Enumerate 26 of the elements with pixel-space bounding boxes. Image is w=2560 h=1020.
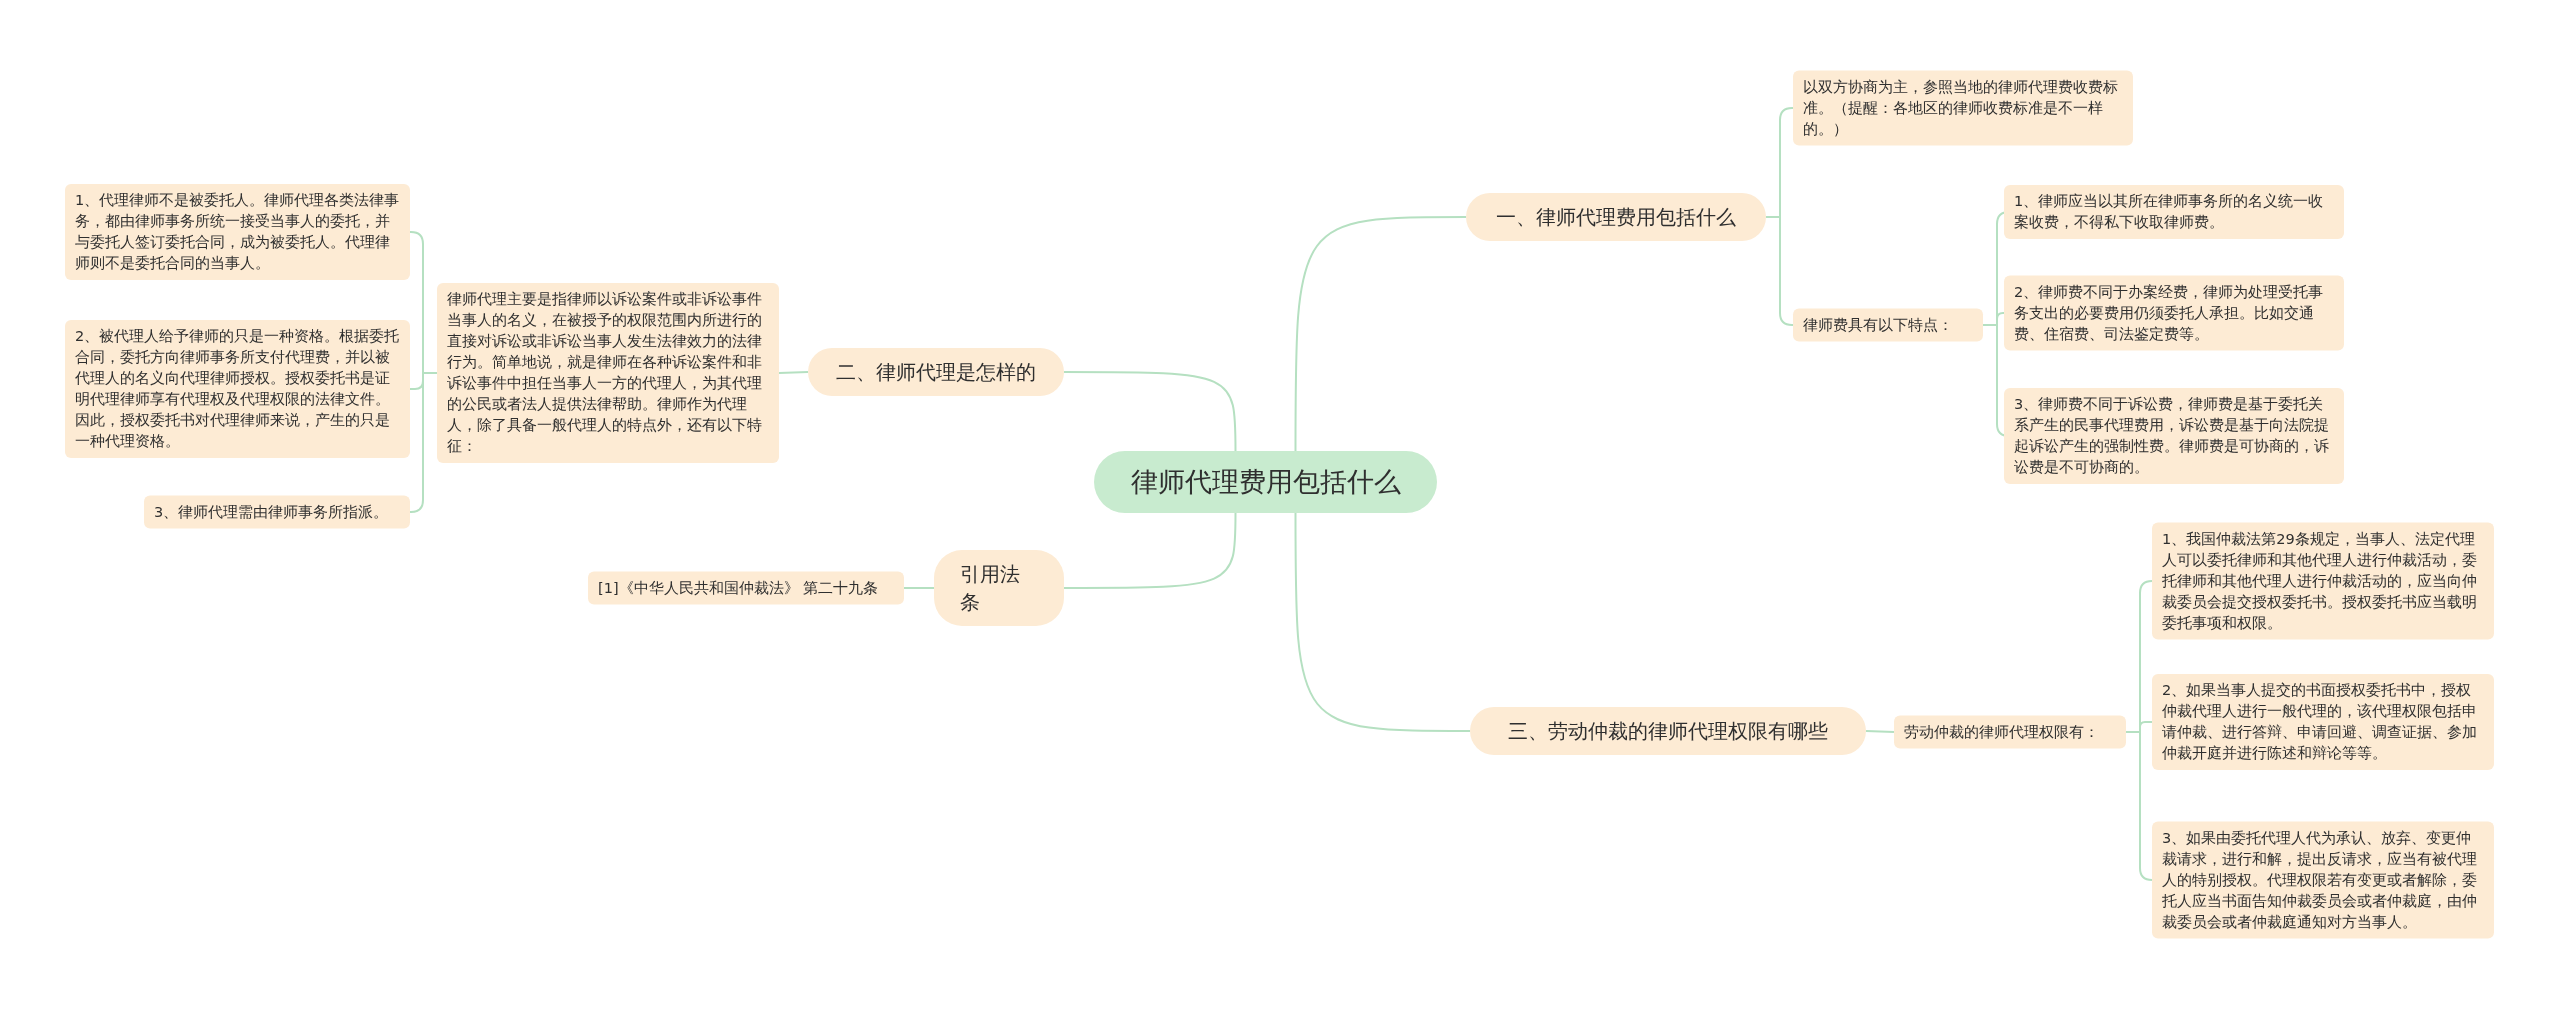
note-box: 律师费具有以下特点：	[1793, 308, 1983, 342]
note-box: 1、代理律师不是被委托人。律师代理各类法律事务，都由律师事务所统一接受当事人的委托，并与委托人签订委托合同，成为被委托人。代理律师则不是委托合同的当事人。	[65, 184, 410, 280]
note-box: 律师代理主要是指律师以诉讼案件或非诉讼事件当事人的名义，在被授予的权限范围内所进行的直接对诉讼或非诉讼当事人发生法律效力的法律行为。简单地说，就是律师在各种诉讼案件和非诉讼事件中担任当事人一方的代理人，为其代理的公民或者法人提供法律帮助。律师作为代理人，除了具备一般代理人的特点外，还有以下特征：	[437, 283, 779, 463]
note-box: 2、律师费不同于办案经费，律师为处理受托事务支出的必要费用仍须委托人承担。比如交通费、住宿费、司法鉴定费等。	[2004, 275, 2344, 351]
connector-line	[1294, 216, 1467, 452]
note-box: 1、我国仲裁法第29条规定，当事人、法定代理人可以委托律师和其他代理人进行仲裁活动，委托律师和其他代理人进行仲裁活动的，应当向仲裁委员会提交授权委托书。授权委托书应当载明委托事项和权限。	[2152, 522, 2494, 640]
note-box: 3、如果由委托代理人代为承认、放弃、变更仲裁请求，进行和解，提出反请求，应当有被代理人的特别授权。代理权限若有变更或者解除，委托人应当书面告知仲裁委员会或者仲裁庭，由仲裁委员会或者仲裁庭通知对方当事人。	[2152, 821, 2494, 939]
connector-line	[1865, 730, 1895, 733]
note-box: 劳动仲裁的律师代理权限有：	[1894, 715, 2126, 749]
note-box: 3、律师代理需由律师事务所指派。	[144, 495, 410, 529]
branch-topic: 三、劳动仲裁的律师代理权限有哪些	[1470, 707, 1866, 755]
connector-line	[778, 371, 809, 374]
note-box: [1]《中华人民共和国仲裁法》 第二十九条	[588, 571, 904, 605]
branch-topic: 二、律师代理是怎样的	[808, 348, 1064, 396]
note-box: 以双方协商为主，参照当地的律师代理费收费标准。（提醒：各地区的律师收费标准是不一样的。）	[1793, 70, 2133, 146]
central-topic: 律师代理费用包括什么	[1094, 451, 1437, 513]
branch-topic: 一、律师代理费用包括什么	[1466, 193, 1766, 241]
note-box: 2、被代理人给予律师的只是一种资格。根据委托合同，委托方向律师事务所支付代理费，并以被代理人的名义向代理律师授权。授权委托书是证明代理律师享有代理权及代理权限的法律文件。因此，授权委托书对代理律师来说，产生的只是一种代理资格。	[65, 320, 410, 458]
connector-line	[1063, 512, 1237, 589]
connector-line	[1063, 371, 1237, 452]
note-box: 2、如果当事人提交的书面授权委托书中，授权仲裁代理人进行一般代理的，该代理权限包括申请仲裁、进行答辩、申请回避、调查证据、参加仲裁开庭并进行陈述和辩论等等。	[2152, 674, 2494, 770]
branch-topic: 引用法条	[934, 550, 1064, 626]
connector-line	[1294, 512, 1471, 732]
note-box: 1、律师应当以其所在律师事务所的名义统一收案收费，不得私下收取律师费。	[2004, 185, 2344, 239]
note-box: 3、律师费不同于诉讼费，律师费是基于委托关系产生的民事代理费用，诉讼费是基于向法院提起诉讼产生的强制性费。律师费是可协商的，诉讼费是不可协商的。	[2004, 388, 2344, 484]
connector-line	[903, 587, 935, 589]
